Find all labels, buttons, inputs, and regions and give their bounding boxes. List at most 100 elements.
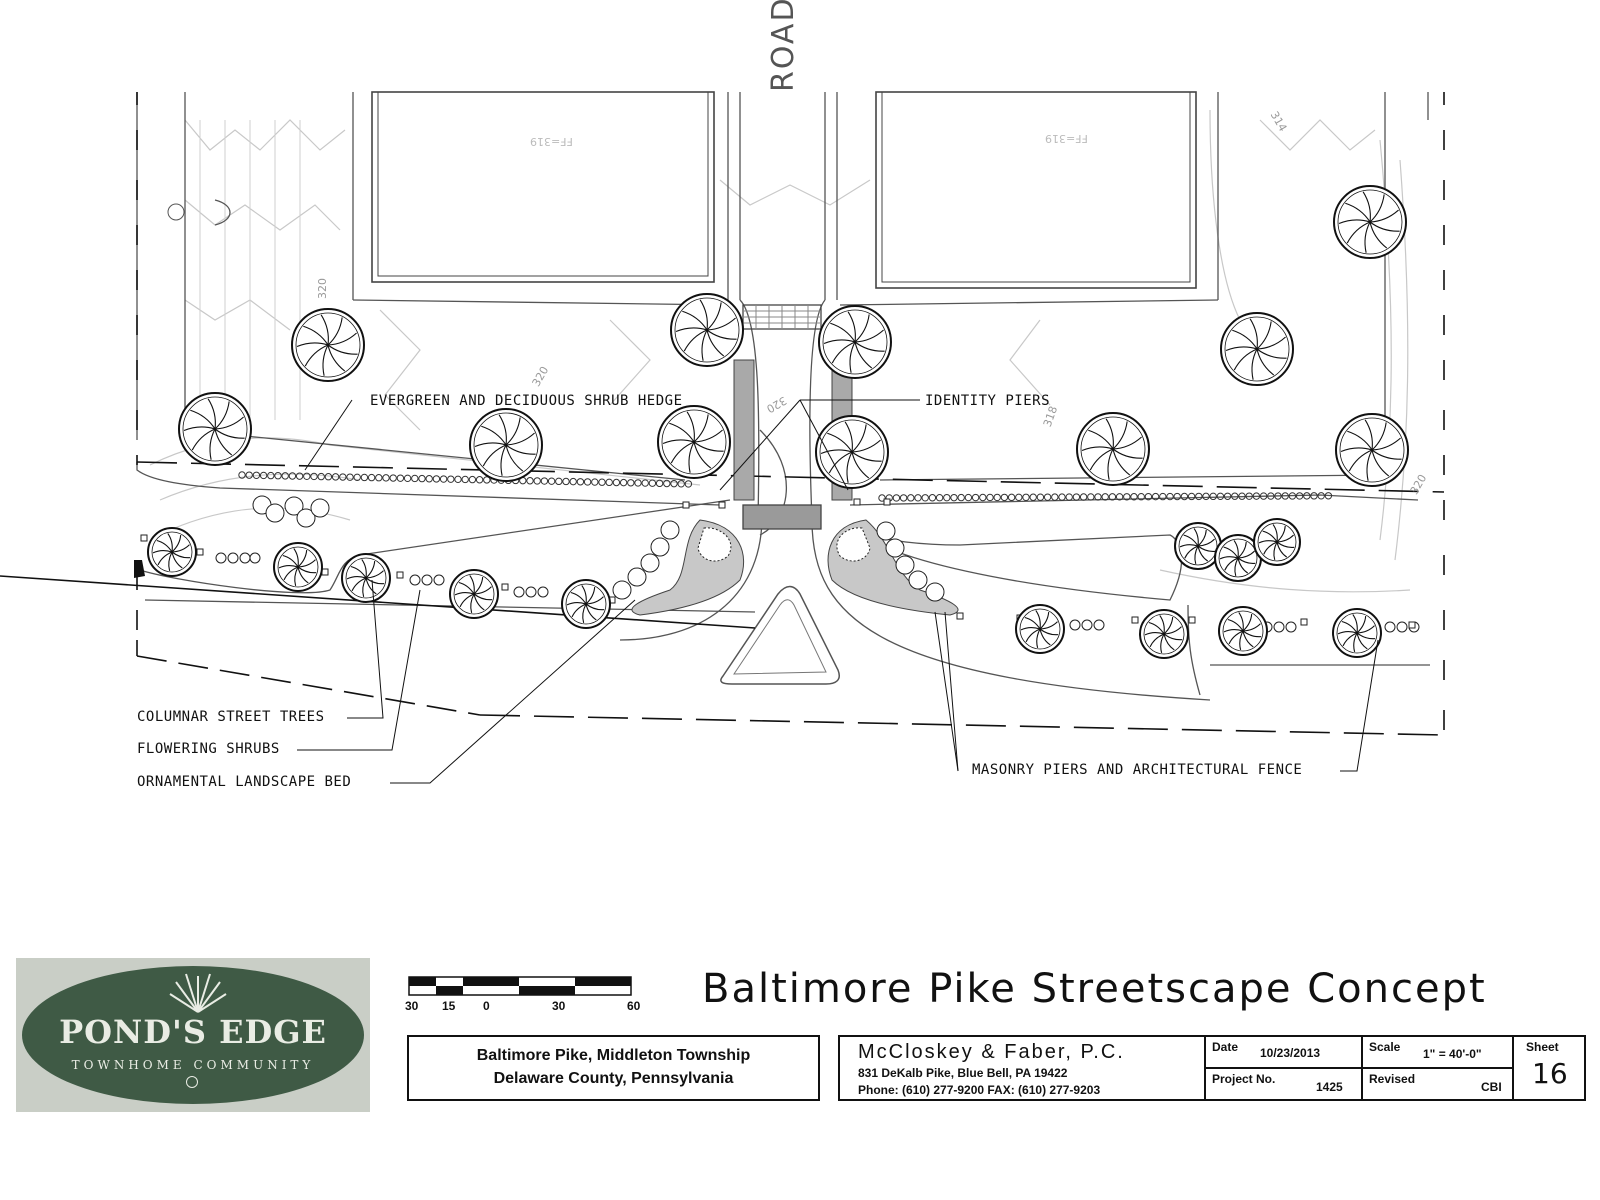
grass-icon bbox=[169, 973, 227, 1013]
pier-symbol bbox=[853, 498, 861, 506]
shrub-symbol bbox=[513, 586, 525, 598]
shrub-symbol bbox=[895, 555, 915, 575]
tree-symbol bbox=[178, 392, 252, 466]
hedge-shrub bbox=[957, 493, 965, 502]
hedge-shrub bbox=[677, 480, 685, 488]
date-label: Date bbox=[1212, 1040, 1239, 1054]
hedge-shrub bbox=[1281, 492, 1289, 500]
pedestrian-crossings bbox=[733, 304, 853, 530]
tree-symbol bbox=[273, 542, 323, 592]
property-lines bbox=[0, 92, 1445, 736]
tree-symbol bbox=[818, 305, 892, 379]
hedge-shrub bbox=[360, 473, 369, 482]
hedge-shrub bbox=[1101, 493, 1109, 501]
scale-revised-cell: Scale 1" = 40'-0" Revised CBI bbox=[1361, 1037, 1512, 1099]
compass-icon bbox=[186, 1076, 198, 1088]
hedge-shrub bbox=[375, 474, 383, 482]
hedge-shrub bbox=[943, 493, 951, 502]
tree-symbol bbox=[291, 308, 365, 382]
shrub-symbol bbox=[421, 574, 433, 586]
hedge-shrub bbox=[267, 471, 275, 480]
hedge-shrub bbox=[389, 474, 397, 482]
pier-symbol bbox=[883, 498, 891, 506]
hedge-shrub bbox=[1303, 492, 1311, 500]
date-project-cell: Date 10/23/2013 Project No. 1425 bbox=[1204, 1037, 1361, 1099]
pier-symbol bbox=[1408, 621, 1416, 629]
shrub-symbol bbox=[1081, 619, 1093, 631]
hedge-shrub bbox=[950, 493, 958, 502]
pier-symbol bbox=[396, 571, 404, 579]
hedge-shrub bbox=[353, 473, 361, 482]
corner-marker bbox=[134, 560, 145, 578]
hedge-shrub bbox=[317, 472, 325, 481]
tree-symbol bbox=[469, 408, 543, 482]
hedge-shrub bbox=[1007, 493, 1016, 502]
shrub-symbol bbox=[925, 582, 945, 602]
shrub-symbol bbox=[265, 503, 285, 523]
tree-symbol bbox=[657, 405, 731, 479]
hedge-shrub bbox=[1317, 492, 1325, 500]
tree-symbol bbox=[1253, 518, 1301, 566]
hedge-shrub bbox=[1195, 492, 1203, 501]
hedge-shrub bbox=[1223, 492, 1232, 500]
shrub-symbol bbox=[433, 574, 445, 586]
hedge-shrub bbox=[288, 472, 297, 480]
hedge-shrub bbox=[1151, 492, 1160, 501]
hedge-shrub bbox=[1252, 492, 1261, 500]
hedge-shrub bbox=[899, 494, 908, 502]
scale-tick: 60 bbox=[627, 999, 641, 1013]
sheet-title: Baltimore Pike Streetscape Concept bbox=[702, 966, 1487, 1012]
hedge-shrub bbox=[346, 473, 354, 481]
hedge-shrub bbox=[569, 477, 577, 486]
hedge-shrub bbox=[418, 474, 426, 483]
hedge-shrub bbox=[475, 476, 484, 484]
hedge-shrub bbox=[425, 475, 433, 483]
pier-symbol bbox=[682, 501, 690, 509]
shrub-symbol bbox=[310, 498, 330, 518]
hedge-shrub bbox=[547, 477, 556, 485]
hedge-shrub bbox=[1231, 492, 1239, 500]
hedge-shrub bbox=[245, 471, 253, 479]
shrub-symbol bbox=[227, 552, 239, 564]
shrub-symbol bbox=[215, 552, 227, 564]
ponds-edge-logo: POND'S EDGE TOWNHOME COMMUNITY bbox=[16, 958, 370, 1112]
hedge-shrub bbox=[1180, 492, 1189, 501]
hedge-shrub bbox=[238, 471, 246, 479]
traffic-island bbox=[720, 585, 840, 685]
shrub-symbol bbox=[409, 574, 421, 586]
hedge-shrub bbox=[1274, 492, 1282, 500]
tree-symbol bbox=[815, 415, 889, 489]
tree-symbol bbox=[1015, 604, 1065, 654]
finished-floor-label: FF=319 bbox=[1045, 132, 1088, 145]
hedge-shrub bbox=[1209, 492, 1217, 501]
sheet-number: 16 bbox=[1532, 1057, 1568, 1090]
hedge-shrub bbox=[447, 475, 455, 483]
hedge-shrub bbox=[1058, 493, 1066, 501]
hedge-shrub bbox=[605, 478, 613, 487]
location-line-1: Baltimore Pike, Middleton Township bbox=[476, 1047, 751, 1064]
parking-stalls bbox=[199, 120, 301, 420]
shrub-symbol bbox=[650, 537, 670, 557]
shrub-symbol bbox=[284, 496, 304, 516]
shrub-symbol bbox=[660, 520, 680, 540]
hedge-shrub bbox=[1072, 493, 1081, 501]
hedge-shrub bbox=[655, 479, 664, 488]
tree-symbol bbox=[1220, 312, 1294, 386]
graphic-scale-bar bbox=[408, 976, 632, 996]
logo-name: POND'S EDGE bbox=[59, 1013, 327, 1051]
scale-tick: 30 bbox=[405, 999, 419, 1013]
hedge-shrub bbox=[396, 474, 405, 482]
hedge-shrub bbox=[454, 475, 462, 484]
tree-symbol bbox=[1335, 413, 1409, 487]
shrub-symbol bbox=[1069, 619, 1081, 631]
hedge-shrub bbox=[1022, 493, 1030, 501]
hedge-shrub bbox=[1267, 492, 1275, 500]
hedge-shrub bbox=[468, 475, 477, 484]
hedge-shrub bbox=[259, 471, 268, 480]
hedge-shrub bbox=[591, 478, 599, 486]
hedge-shrub bbox=[382, 474, 390, 482]
hedge-shrub bbox=[411, 474, 419, 483]
hedge-shrub bbox=[1065, 493, 1073, 501]
hedge-shrub bbox=[641, 479, 649, 487]
